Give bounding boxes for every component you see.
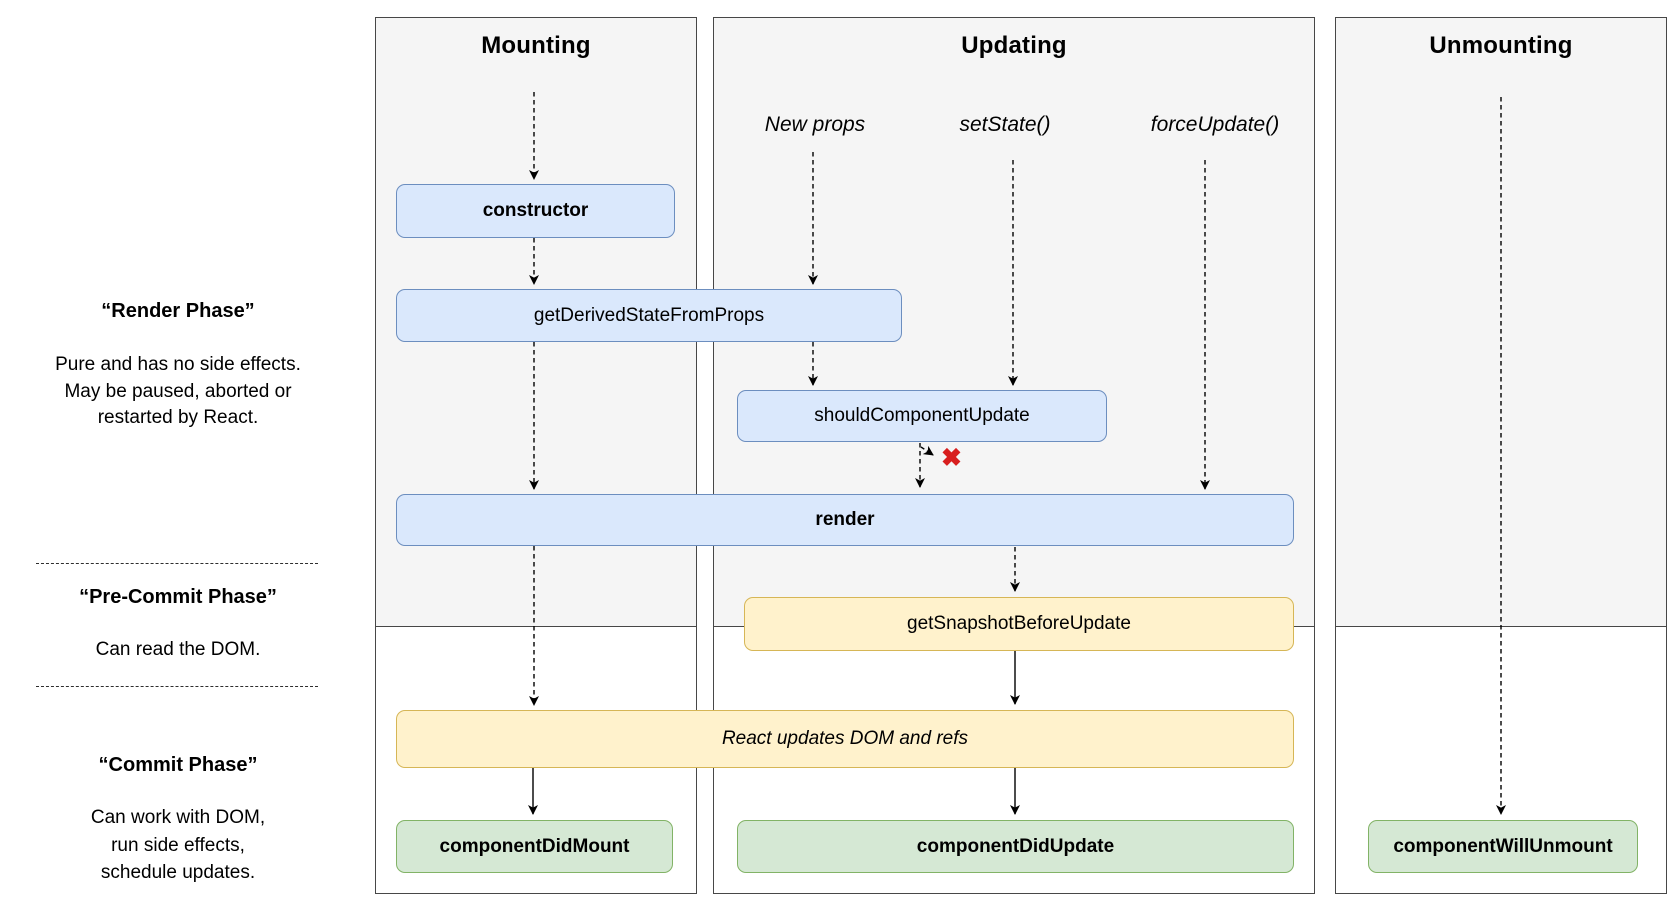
node-shouldcomponentupdate: shouldComponentUpdate [737, 390, 1107, 442]
render-phase-title: “Render Phase” [101, 300, 255, 322]
column-title-mounting: Mounting [481, 32, 591, 59]
render-phase-desc: Pure and has no side effects. May be pau… [55, 354, 301, 428]
pre-commit-phase-desc: Can read the DOM. [95, 639, 261, 660]
trigger-set-state: setState() [959, 113, 1051, 136]
trigger-force-update: forceUpdate() [1150, 113, 1280, 136]
node-render: render [396, 494, 1294, 546]
node-constructor: constructor [396, 184, 675, 238]
pre-commit-phase-title: “Pre-Commit Phase” [79, 586, 277, 608]
phase-divider-top [36, 563, 318, 564]
node-componentwillunmount: componentWillUnmount [1368, 820, 1638, 873]
commit-phase-desc: Can work with DOM, run side effects, sch… [90, 807, 266, 883]
stop-x-icon: ✖ [941, 444, 962, 472]
node-componentdidupdate: componentDidUpdate [737, 820, 1294, 873]
node-componentdidmount: componentDidMount [396, 820, 673, 873]
column-title-unmounting: Unmounting [1429, 32, 1573, 59]
node-react-updates-dom: React updates DOM and refs [396, 710, 1294, 768]
trigger-new-props: New props [764, 113, 866, 136]
commit-phase-title: “Commit Phase” [98, 754, 258, 776]
arrow-shouldupdate-false-branch [920, 445, 934, 456]
node-getsnapshotbeforeupdate: getSnapshotBeforeUpdate [744, 597, 1294, 651]
phase-divider-bottom [36, 686, 318, 687]
column-title-updating: Updating [961, 32, 1067, 59]
node-getderivedstatefromprops: getDerivedStateFromProps [396, 289, 902, 342]
